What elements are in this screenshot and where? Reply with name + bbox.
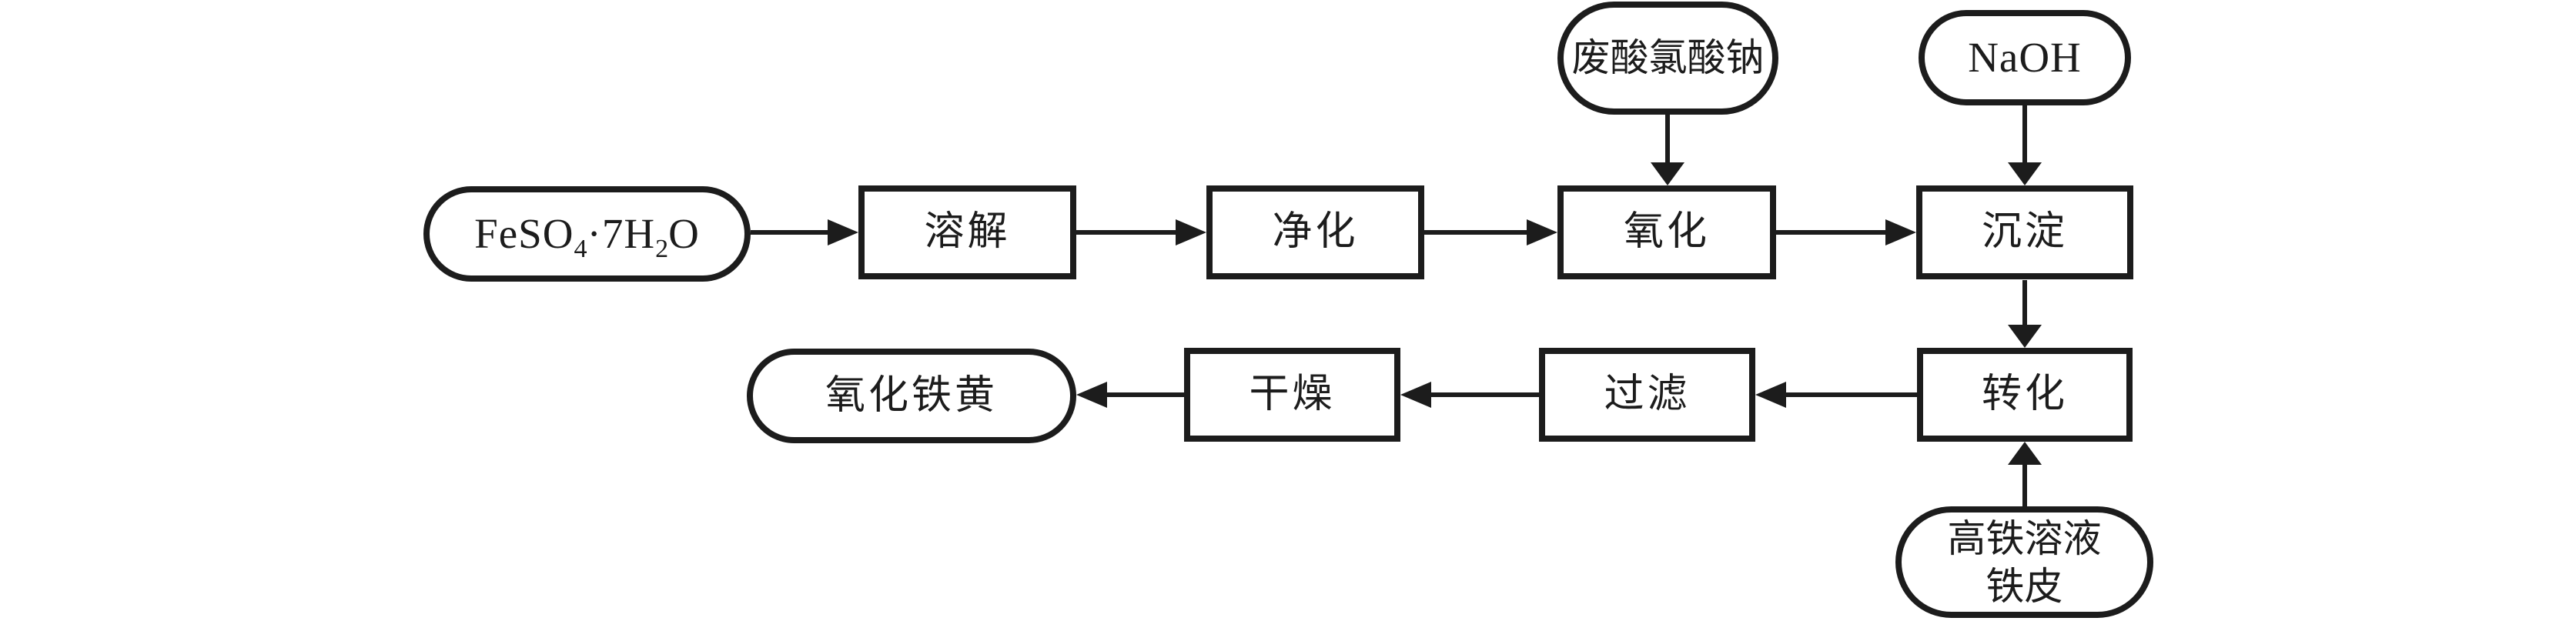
- label-line-1: 高铁溶液: [1947, 516, 2102, 560]
- arrow-head: [1076, 382, 1107, 408]
- arrow-head: [2008, 325, 2042, 348]
- arrow-line: [1776, 230, 1887, 235]
- arrow-head: [2008, 442, 2042, 465]
- label-subscript: 2: [655, 235, 669, 264]
- arrow-head: [828, 219, 858, 245]
- node-precipitate: 沉淀: [1916, 185, 2133, 279]
- node-label: 过滤: [1604, 372, 1691, 417]
- arrow-line: [1076, 230, 1177, 235]
- label-part: ·7H: [587, 210, 656, 258]
- node-label: NaOH: [1968, 34, 2082, 82]
- arrow-line: [2022, 105, 2027, 164]
- node-purify: 净化: [1206, 185, 1424, 279]
- node-dissolve: 溶解: [858, 185, 1076, 279]
- arrow-line: [751, 230, 829, 235]
- arrow-head: [1527, 219, 1557, 245]
- arrow-line: [1430, 392, 1539, 397]
- node-label: FeSO4·7H2O: [474, 209, 700, 262]
- node-iron-oxide-yellow: 氧化铁黄: [747, 349, 1076, 443]
- node-label: 溶解: [924, 210, 1011, 255]
- node-filter: 过滤: [1539, 348, 1755, 442]
- arrow-line: [1785, 392, 1917, 397]
- node-waste-acid-sodium-chlorate: 废酸氯酸钠: [1557, 2, 1778, 115]
- node-label: 干燥: [1249, 372, 1336, 417]
- label-line-2: 铁皮: [1986, 564, 2063, 608]
- arrow-line: [1424, 230, 1528, 235]
- arrow-head: [1755, 382, 1786, 408]
- arrow-head: [1176, 219, 1206, 245]
- node-feso4-7h2o: FeSO4·7H2O: [423, 186, 751, 282]
- node-naoh: NaOH: [1919, 10, 2131, 105]
- node-label: 废酸氯酸钠: [1571, 35, 1765, 79]
- node-oxidize: 氧化: [1557, 185, 1776, 279]
- label-subscript: 4: [574, 235, 587, 264]
- label-part: O: [668, 210, 700, 258]
- arrow-head: [1885, 219, 1916, 245]
- node-label: 氧化: [1623, 210, 1710, 255]
- node-label: 沉淀: [1981, 210, 2068, 255]
- node-label: 净化: [1272, 210, 1359, 255]
- arrow-line: [2022, 280, 2027, 326]
- arrow-head: [1400, 382, 1431, 408]
- arrow-line: [1106, 392, 1184, 397]
- node-label: 高铁溶液 铁皮: [1948, 515, 2102, 610]
- label-part: FeSO: [474, 210, 574, 258]
- arrow-head: [2008, 162, 2042, 185]
- node-convert: 转化: [1917, 348, 2133, 442]
- node-label: 转化: [1981, 372, 2068, 417]
- node-ferric-solution-iron-sheet: 高铁溶液 铁皮: [1895, 506, 2153, 618]
- node-label: 氧化铁黄: [825, 373, 998, 418]
- arrow-line: [1665, 115, 1670, 164]
- arrow-line: [2022, 463, 2027, 506]
- node-dry: 干燥: [1184, 348, 1400, 442]
- arrow-head: [1651, 162, 1684, 185]
